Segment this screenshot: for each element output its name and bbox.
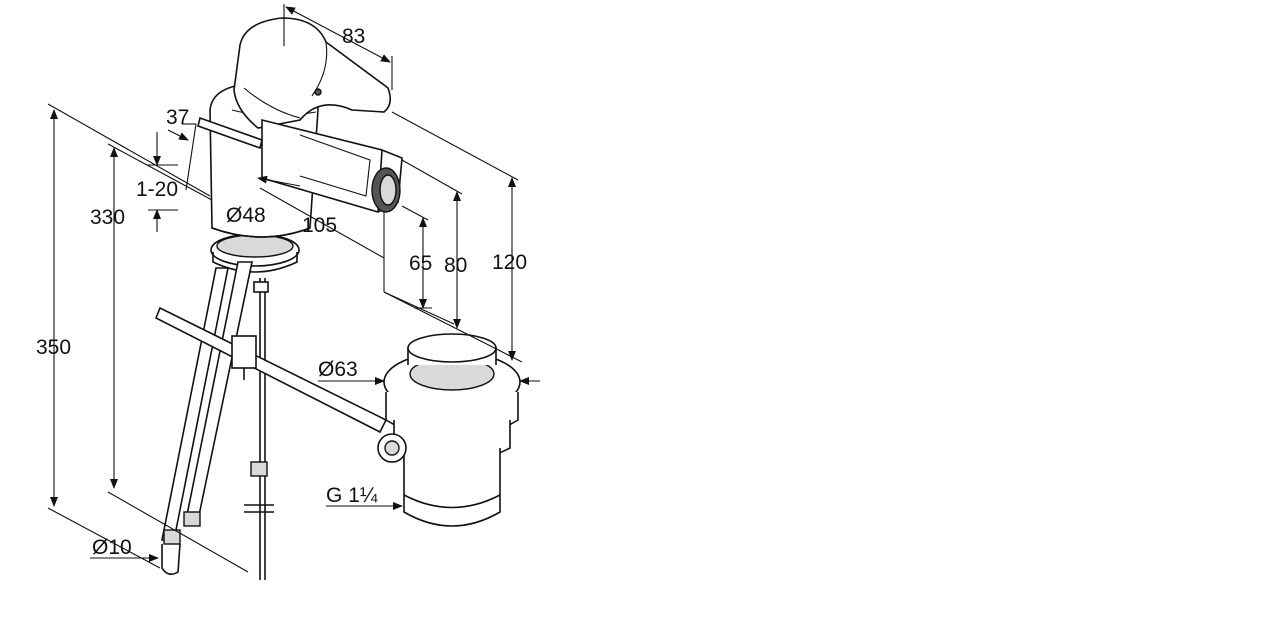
mounting-flange (210, 233, 300, 273)
dimension-lines (47, 4, 540, 573)
dim-spout-offset: 37 (166, 106, 189, 129)
dim-waste-thread: G 1¼ (326, 484, 378, 507)
dim-adjustment-range: 1-20 (136, 178, 178, 201)
dim-spout-reach: 105 (302, 214, 337, 237)
faucet (197, 17, 403, 273)
dim-spout-height: 80 (444, 254, 467, 277)
dim-body-diameter: Ø48 (226, 204, 266, 227)
popup-rod (197, 116, 263, 150)
dimension-labels: 83 37 1-20 330 Ø48 105 65 80 120 350 Ø63… (36, 25, 527, 559)
dim-outlet-height: 65 (409, 252, 432, 275)
dim-total-height: 350 (36, 336, 71, 359)
dim-hose-diameter: Ø10 (92, 536, 132, 559)
hoses (161, 261, 253, 576)
aerator (371, 167, 401, 213)
dim-hose-length: 330 (90, 206, 125, 229)
popup-linkage (154, 278, 388, 580)
waste-fitting (377, 333, 521, 527)
dim-waste-diameter: Ø63 (318, 358, 358, 381)
dim-handle-height: 120 (492, 251, 527, 274)
dim-handle-length: 83 (342, 25, 365, 48)
